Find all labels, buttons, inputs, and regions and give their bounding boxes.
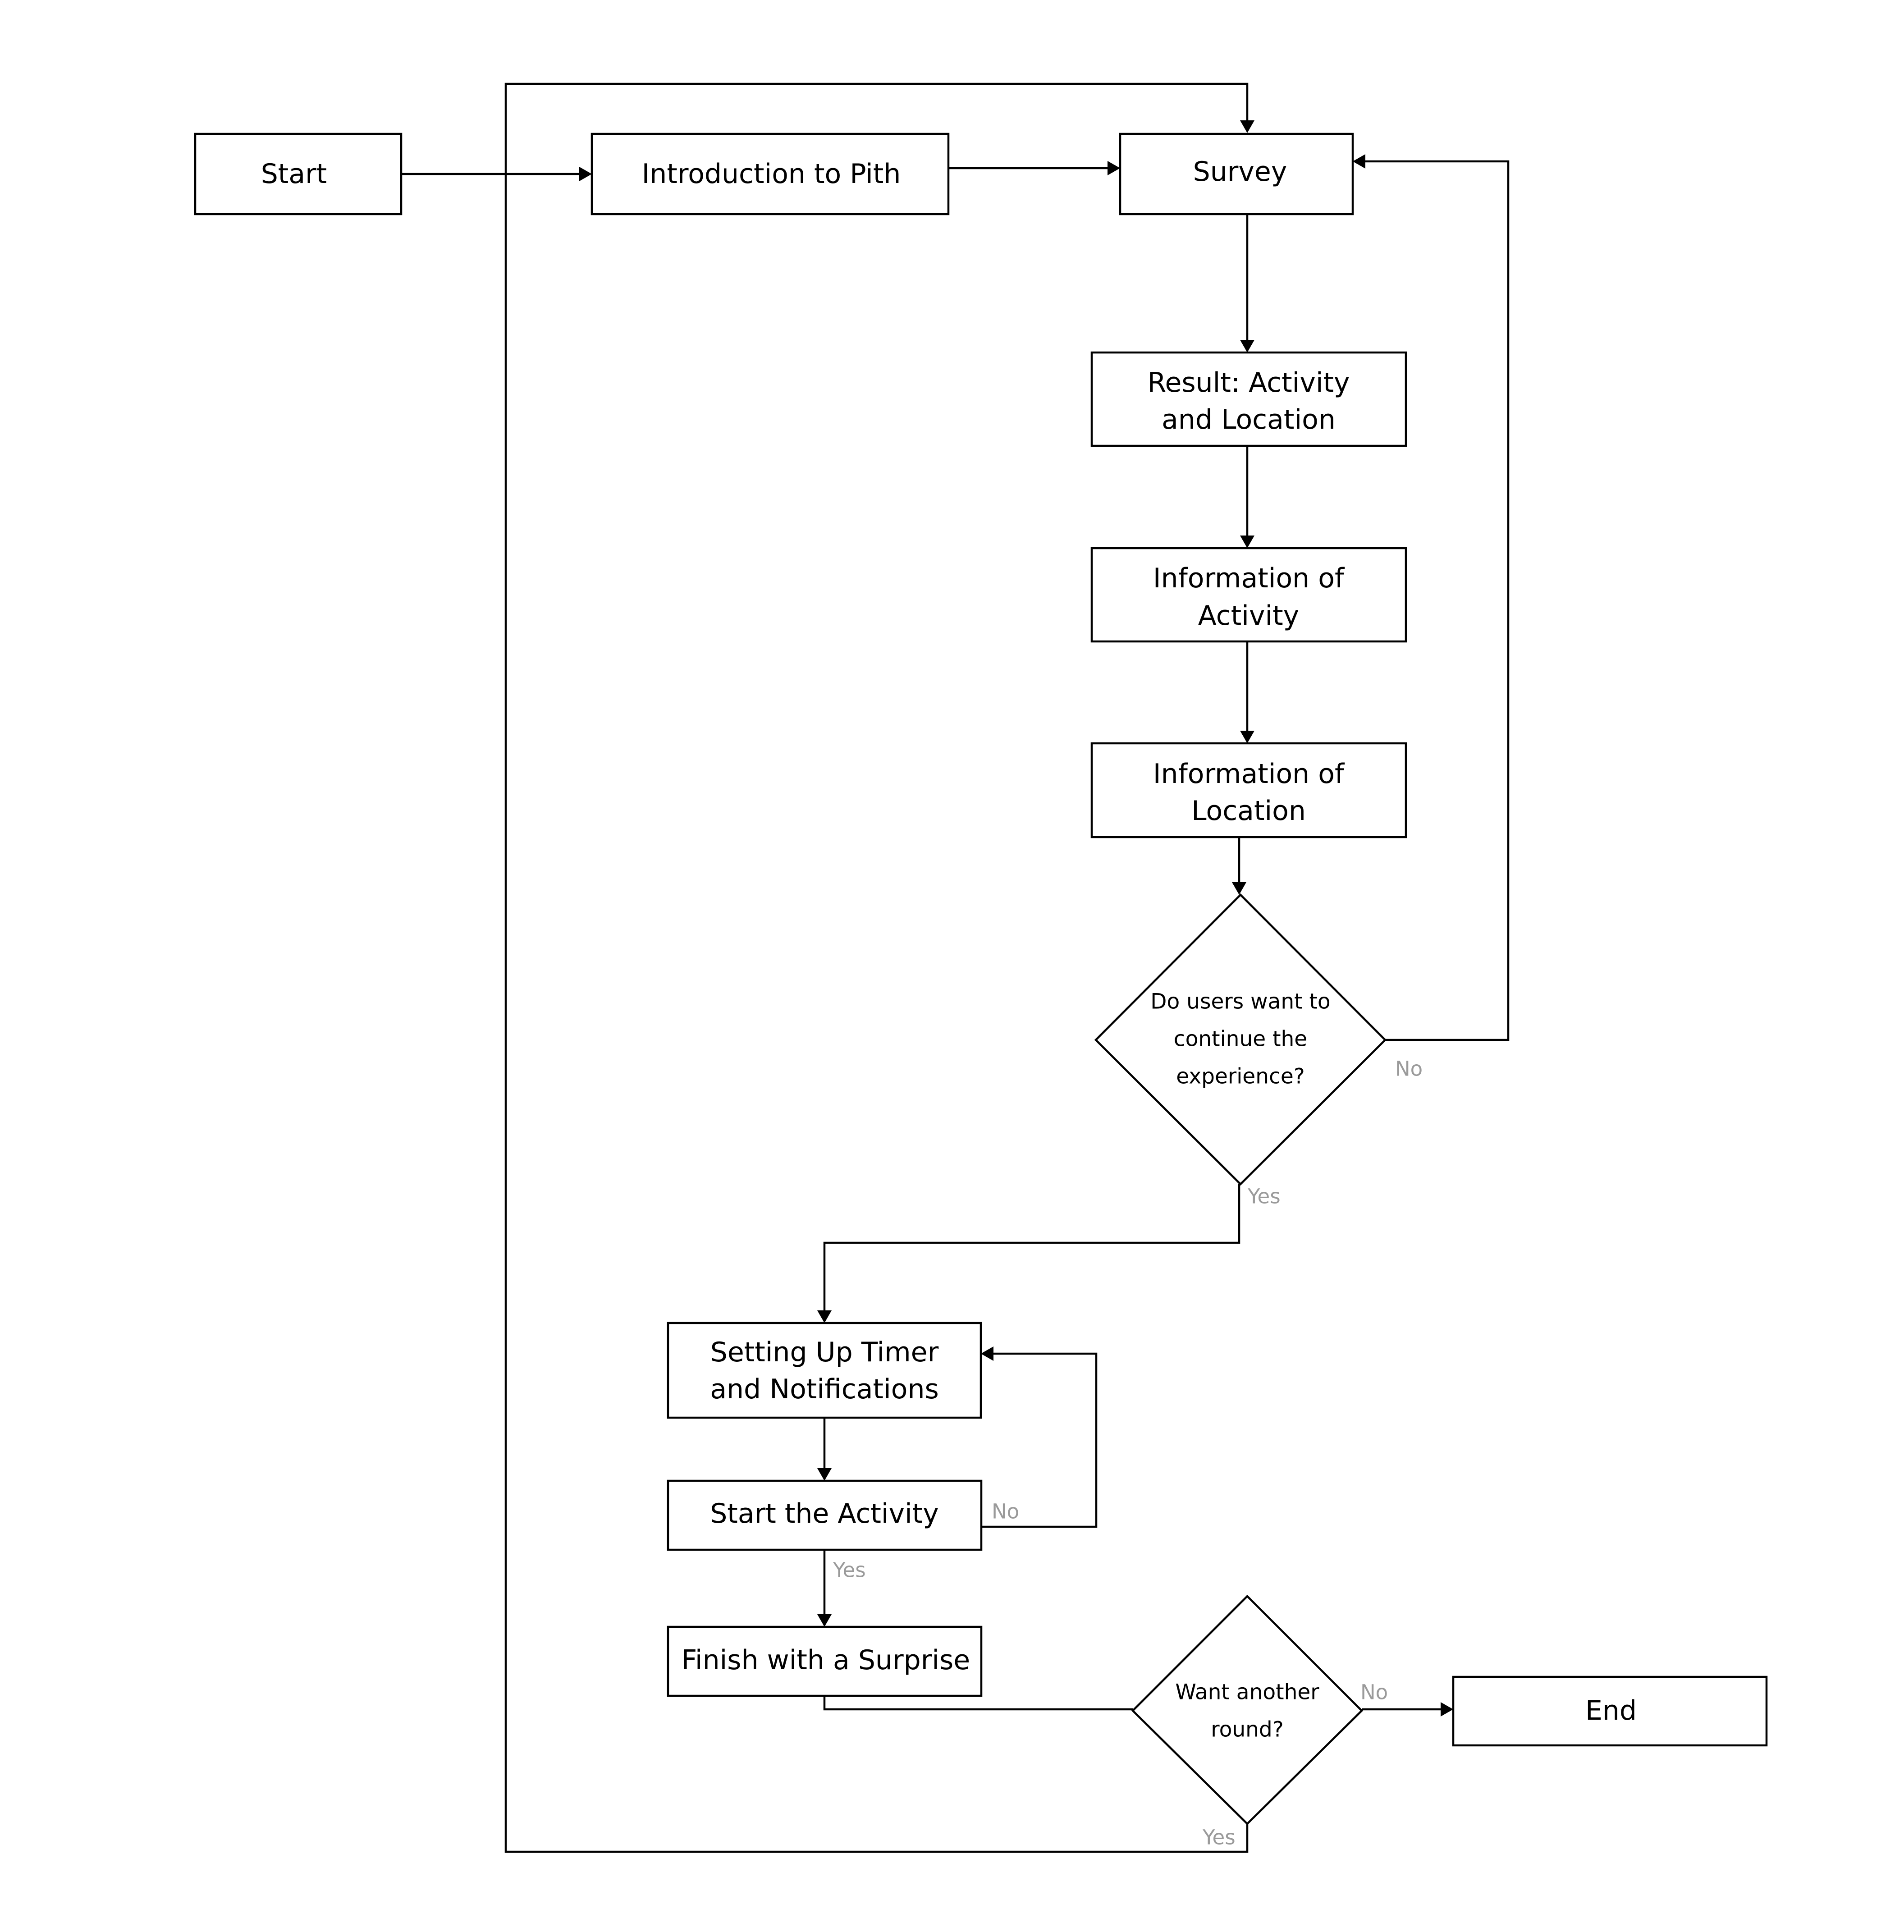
edge-activity-no-to-setup — [981, 1352, 1098, 1528]
activity-no-label: No — [992, 1500, 1019, 1524]
info-activity-box — [1090, 547, 1407, 643]
node-decision-continue[interactable]: Do users want to continue the experience… — [1094, 893, 1387, 1186]
arrowhead-survey-right — [1353, 154, 1365, 169]
node-start-activity[interactable]: Start the Activity — [667, 1479, 983, 1551]
edge-round-yes-to-survey — [504, 82, 1249, 1853]
edges — [401, 82, 1510, 1853]
start-label: Start — [261, 158, 327, 190]
arrowhead-setup-top — [817, 1310, 832, 1323]
node-end[interactable]: End — [1452, 1676, 1768, 1747]
start-activity-box — [667, 1479, 983, 1551]
arrowhead-end — [1441, 1702, 1453, 1717]
arrowhead-setup-right — [981, 1346, 993, 1361]
decision-continue-diamond — [1094, 893, 1387, 1186]
node-result[interactable]: Result: Activity and Location — [1090, 351, 1407, 447]
decision-round-diamond — [1131, 1594, 1364, 1826]
node-info-location[interactable]: Information of Location — [1090, 742, 1407, 838]
edge-labels: No Yes No Yes No Yes — [833, 1057, 1423, 1850]
edge-continue-no-to-survey — [1365, 160, 1510, 1041]
continue-no-label: No — [1395, 1057, 1423, 1081]
node-finish-surprise[interactable]: Finish with a Surprise — [667, 1625, 983, 1697]
finish-surprise-label: Finish with a Surprise — [682, 1644, 970, 1676]
info-activity-label-line-1: Information of — [1153, 563, 1345, 594]
arrowhead-info-location — [1240, 731, 1254, 743]
arrowhead-survey-top — [1240, 120, 1254, 133]
info-location-label-line-1: Information of — [1153, 758, 1345, 790]
arrowhead-survey-left — [1108, 161, 1120, 175]
info-activity-label-line-2: Activity — [1198, 600, 1299, 632]
continue-yes-label: Yes — [1247, 1185, 1281, 1209]
arrowhead-intro — [579, 167, 592, 181]
survey-box — [1119, 133, 1354, 215]
setup-timer-label-line-2: and Notifications — [710, 1373, 938, 1405]
arrowhead-finish — [817, 1614, 832, 1627]
round-yes-label: Yes — [1202, 1826, 1236, 1850]
introduction-box — [590, 133, 950, 215]
node-start[interactable]: Start — [194, 133, 403, 215]
node-survey[interactable]: Survey — [1119, 133, 1354, 215]
edge-finish-to-round-decision — [823, 1696, 1133, 1711]
finish-surprise-box — [667, 1625, 983, 1697]
node-decision-round[interactable]: Want another round? — [1131, 1594, 1364, 1826]
decision-continue-line-3: experience? — [1176, 1064, 1304, 1089]
activity-yes-label: Yes — [833, 1558, 866, 1582]
arrowhead-start-activity — [817, 1468, 832, 1481]
decision-continue-line-1: Do users want to — [1150, 989, 1330, 1014]
result-label-line-2: and Location — [1162, 404, 1336, 435]
survey-label: Survey — [1193, 156, 1287, 188]
decision-continue-line-2: continue the — [1174, 1027, 1307, 1052]
setup-timer-label-line-1: Setting Up Timer — [710, 1337, 939, 1368]
start-activity-label: Start the Activity — [710, 1498, 939, 1529]
arrowhead-info-activity — [1240, 536, 1254, 548]
info-location-label-line-2: Location — [1191, 795, 1306, 827]
node-introduction[interactable]: Introduction to Pith — [590, 133, 950, 215]
decision-round-line-2: round? — [1211, 1717, 1283, 1742]
end-label: End — [1585, 1695, 1637, 1726]
node-setup-timer[interactable]: Setting Up Timer and Notifications — [667, 1322, 982, 1419]
round-no-label: No — [1360, 1680, 1388, 1704]
result-box — [1090, 351, 1407, 447]
introduction-label: Introduction to Pith — [642, 158, 901, 190]
edge-continue-yes-to-setup — [823, 1184, 1240, 1310]
info-location-box — [1090, 742, 1407, 838]
result-label-line-1: Result: Activity — [1147, 367, 1350, 398]
arrowhead-result — [1240, 340, 1254, 353]
start-box — [194, 133, 403, 215]
setup-timer-box — [667, 1322, 982, 1419]
end-box — [1452, 1676, 1768, 1747]
node-info-activity[interactable]: Information of Activity — [1090, 547, 1407, 643]
arrowhead-decision-continue — [1232, 882, 1246, 895]
decision-round-line-1: Want another — [1175, 1680, 1319, 1705]
